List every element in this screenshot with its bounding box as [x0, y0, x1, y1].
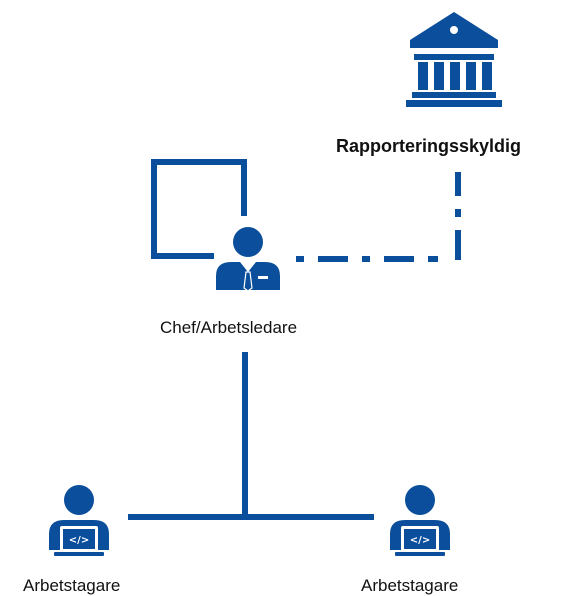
worker-label-right: Arbetstagare — [361, 576, 459, 595]
authority-label: Rapporteringsskyldig — [336, 136, 522, 156]
manager-frame — [151, 159, 247, 259]
reporting-line-horizontal — [296, 256, 438, 262]
svg-text:</>: </> — [410, 535, 430, 546]
manager-person-icon — [216, 227, 280, 292]
manager-label: Chef/Arbetsledare — [160, 318, 298, 337]
developer-laptop-icon-right: </> — [390, 485, 450, 556]
bank-building-icon — [406, 12, 502, 107]
svg-text:</>: </> — [69, 535, 89, 546]
reporting-line-vertical — [455, 172, 461, 260]
developer-laptop-icon-left: </> — [49, 485, 109, 556]
hierarchy-connectors — [128, 352, 374, 520]
worker-label-left: Arbetstagare — [23, 576, 121, 595]
